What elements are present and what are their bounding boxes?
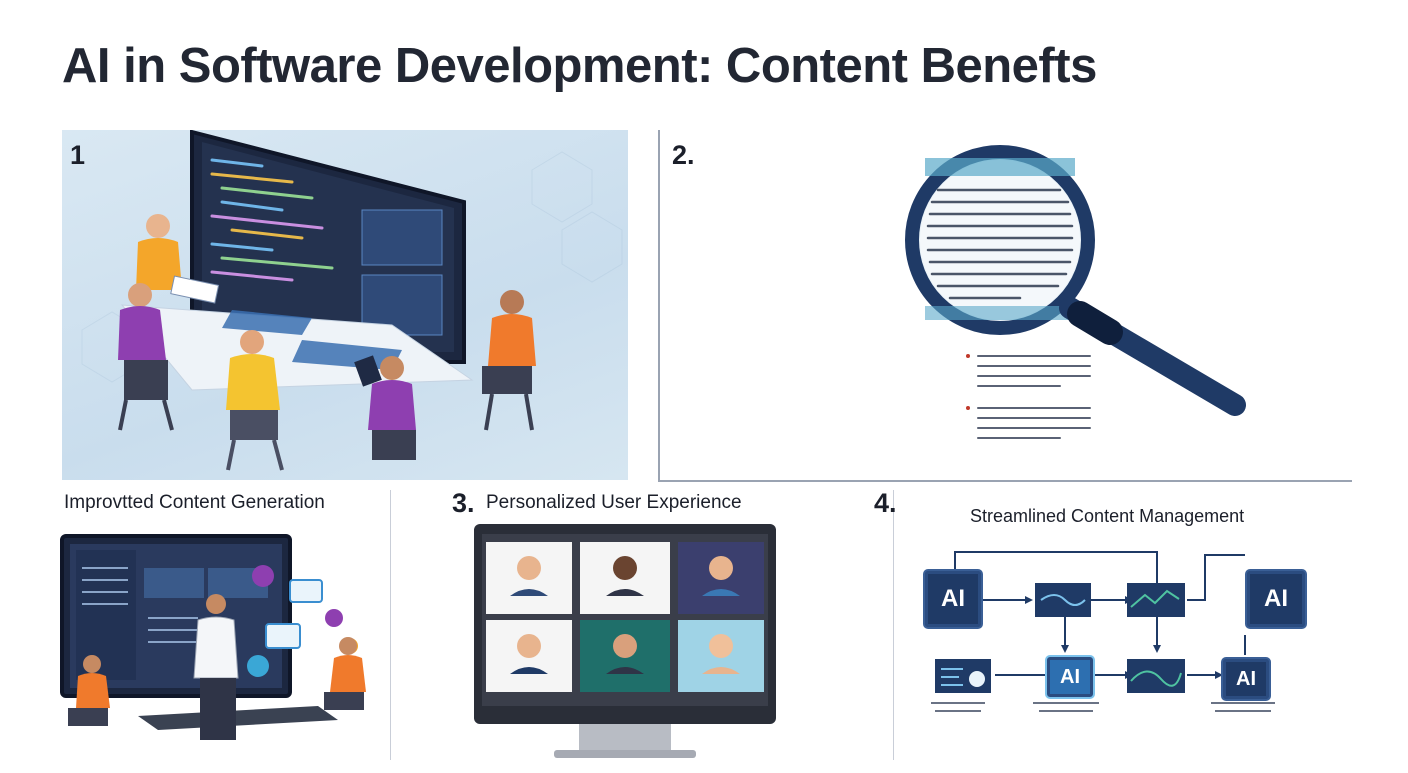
panel-1-caption: Improvtted Content Generation <box>64 492 325 513</box>
panel-3-caption: Personalized User Experience <box>486 492 742 513</box>
panel-3-number: 3. <box>452 488 475 518</box>
content-management-flowchart: AI AI AI AI <box>915 545 1315 725</box>
panel-1-number: 1 <box>70 140 86 170</box>
ai-node-label: AI <box>1264 585 1288 612</box>
ai-node-output: AI <box>1245 569 1307 629</box>
magnifying-glass-illustration <box>905 145 1246 439</box>
panel-content-analysis <box>658 130 1352 482</box>
ai-node-final: AI <box>1221 657 1271 701</box>
panel-team-coding <box>62 130 628 480</box>
panel-4-caption: Streamlined Content Management <box>970 506 1245 526</box>
panel-2-number: 2. <box>672 140 695 170</box>
flow-connectors <box>931 551 1275 712</box>
panel-4-number: 4. <box>874 488 897 518</box>
ai-node-processor: AI <box>1045 655 1095 699</box>
ai-node-source: AI <box>923 569 983 629</box>
team-coding-illustration <box>81 130 623 471</box>
personalized-dashboard-monitor <box>474 524 776 758</box>
ai-node-label: AI <box>941 585 965 612</box>
page-title: AI in Software Development: Content Bene… <box>62 39 1097 93</box>
content-generation-illustration <box>58 528 388 753</box>
ai-node-label: AI <box>1060 665 1080 688</box>
ai-node-label: AI <box>1236 667 1256 690</box>
